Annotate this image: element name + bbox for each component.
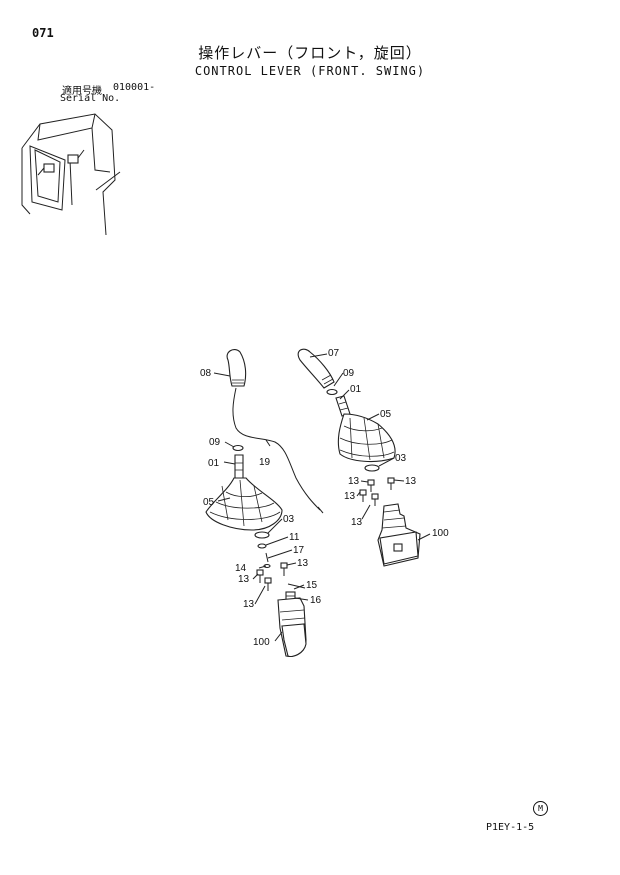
- footer-mark: M: [533, 801, 548, 816]
- right-lever-assembly: [297, 348, 421, 567]
- serial-label-english: Serial No.: [60, 93, 121, 104]
- callout-13-right-a: 13: [348, 476, 360, 487]
- callout-03-right: 03: [395, 453, 407, 464]
- left-lever-assembly: [205, 349, 324, 658]
- plate-03-right: [364, 464, 380, 472]
- washer-14: [263, 563, 271, 569]
- pin-17: [265, 552, 269, 563]
- callout-09-left: 09: [209, 437, 221, 448]
- callout-09-right: 09: [343, 368, 355, 379]
- callout-14: 14: [235, 563, 247, 574]
- cable-19: [232, 387, 321, 511]
- grip-08: [226, 349, 247, 387]
- callout-19: 19: [259, 457, 271, 468]
- bolt-13-right-d: [371, 493, 379, 506]
- serial-range: 010001-: [113, 82, 156, 93]
- callout-13-right-d: 13: [351, 517, 363, 528]
- callout-100-left: 100: [253, 637, 270, 648]
- callout-05-right: 05: [380, 409, 392, 420]
- callout-100-right: 100: [432, 528, 449, 539]
- callout-16: 16: [310, 595, 322, 606]
- callout-03-left: 03: [283, 514, 295, 525]
- callout-13-right-c: 13: [344, 491, 356, 502]
- bolt-13-left-c: [264, 577, 272, 591]
- serial-label-japanese: 適用号機: [62, 86, 102, 97]
- callout-11: 11: [289, 532, 300, 543]
- bolt-13-left-a: [280, 562, 288, 576]
- washer-09-left: [232, 444, 244, 452]
- page-number: 071: [32, 26, 54, 40]
- callout-13-left-a: 13: [297, 558, 309, 569]
- footer-code: P1EY-1-5: [486, 822, 535, 833]
- plate-03-left: [254, 531, 270, 539]
- cab-thumbnail: [21, 113, 121, 236]
- callout-13-right-b: 13: [405, 476, 417, 487]
- lever-shaft-01-right: [335, 395, 351, 417]
- callout-01-right: 01: [350, 384, 362, 395]
- cab-lever-marker-right: [67, 154, 79, 164]
- bolt-13-left-b: [256, 569, 264, 583]
- washer-11: [257, 543, 267, 549]
- lever-shaft-01-left: [234, 454, 244, 479]
- callout-15: 15: [306, 580, 318, 591]
- cab-lever-marker-left: [43, 163, 55, 173]
- callout-07: 07: [328, 348, 340, 359]
- title-english: CONTROL LEVER (FRONT. SWING): [194, 64, 426, 78]
- washer-09-right: [326, 388, 338, 396]
- callout-leaders: [213, 353, 431, 642]
- callout-13-left-c: 13: [243, 599, 255, 610]
- plate-15: [287, 583, 306, 589]
- callout-01-left: 01: [208, 458, 220, 469]
- bolt-13-right-a: [367, 479, 375, 492]
- callout-17: 17: [293, 545, 305, 556]
- callout-05-left: 05: [203, 497, 215, 508]
- bolt-13-right-b: [387, 477, 395, 490]
- title-japanese: 操作レバー（フロント，旋回）: [198, 44, 422, 62]
- callout-13-left-b: 13: [238, 574, 250, 585]
- bolt-13-right-c: [359, 489, 367, 502]
- callout-08: 08: [200, 368, 212, 379]
